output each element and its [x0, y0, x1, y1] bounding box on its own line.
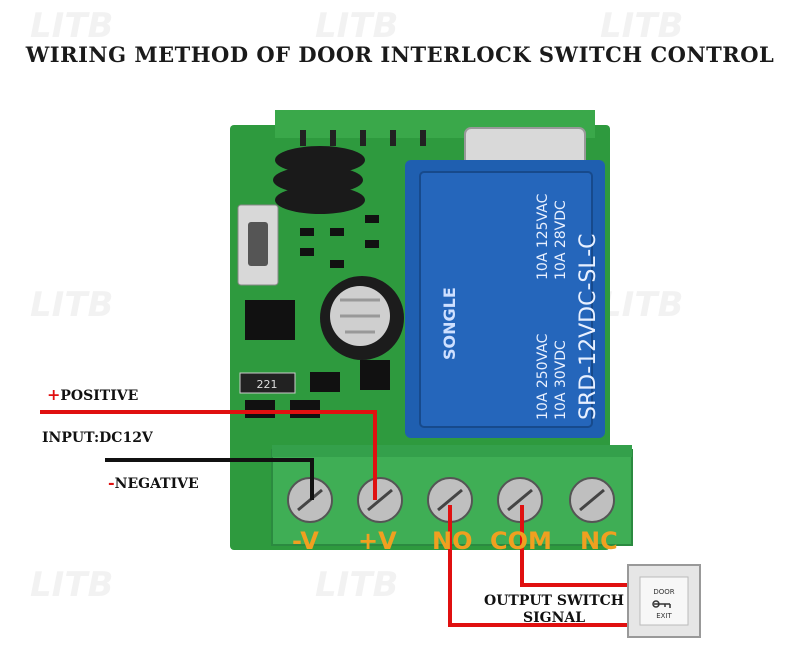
exit-button-line1: DOOR [653, 588, 674, 596]
terminal-label-pos-v: +V [358, 527, 397, 555]
terminal-block-top [272, 445, 632, 457]
relay-rating-2: 10A 30VDC [553, 340, 569, 420]
positive-text: POSITIVE [60, 388, 139, 404]
resistor [239, 372, 296, 394]
relay: SONGLE SRD-12VDC-SL-C 10A 250VAC 10A 30V… [405, 160, 605, 438]
positive-wire [40, 410, 377, 500]
exit-button-line2: EXIT [656, 612, 672, 620]
watermark: LITB [315, 6, 399, 46]
negative-text: NEGATIVE [114, 476, 199, 492]
watermark: LITB [600, 285, 684, 325]
push-button-cap [248, 222, 268, 266]
diagram-title: WIRING METHOD OF DOOR INTERLOCK SWITCH C… [25, 42, 775, 67]
relay-brand: SONGLE [440, 287, 459, 360]
antenna-coil [273, 146, 365, 214]
relay-model: SRD-12VDC-SL-C [576, 233, 601, 420]
positive-label: +POSITIVE [47, 385, 138, 404]
negative-sign: - [108, 473, 115, 492]
watermark: LITB [30, 565, 114, 605]
terminal-label-no: NO [432, 527, 473, 555]
no-output-wire [448, 505, 630, 627]
resistor-code: 221 [257, 378, 278, 391]
header-pins [300, 130, 426, 146]
output-label-line1: OUTPUT SWITCH [484, 593, 625, 609]
input-label: INPUT:DC12V [42, 430, 153, 446]
relay-rating-3: 10A 125VAC [535, 193, 551, 280]
capacitor-vent [340, 298, 380, 334]
negative-label: -NEGATIVE [108, 473, 199, 492]
watermark: LITB [600, 6, 684, 46]
exit-button: DOOR EXIT [627, 564, 701, 638]
positive-sign: + [47, 385, 61, 404]
negative-wire [105, 458, 314, 500]
watermark: LITB [30, 6, 114, 46]
terminal-label-nc: NC [580, 527, 618, 555]
relay-rating-1: 10A 250VAC [535, 333, 551, 420]
terminal-label-com: COM [490, 527, 552, 555]
key-icon [652, 600, 671, 608]
com-output-wire [520, 505, 630, 587]
watermark: LITB [30, 285, 114, 325]
output-label-line2: SIGNAL [523, 610, 586, 626]
terminal-label-neg-v: -V [292, 527, 319, 555]
watermark: LITB [315, 565, 399, 605]
relay-rating-4: 10A 28VDC [553, 200, 569, 280]
